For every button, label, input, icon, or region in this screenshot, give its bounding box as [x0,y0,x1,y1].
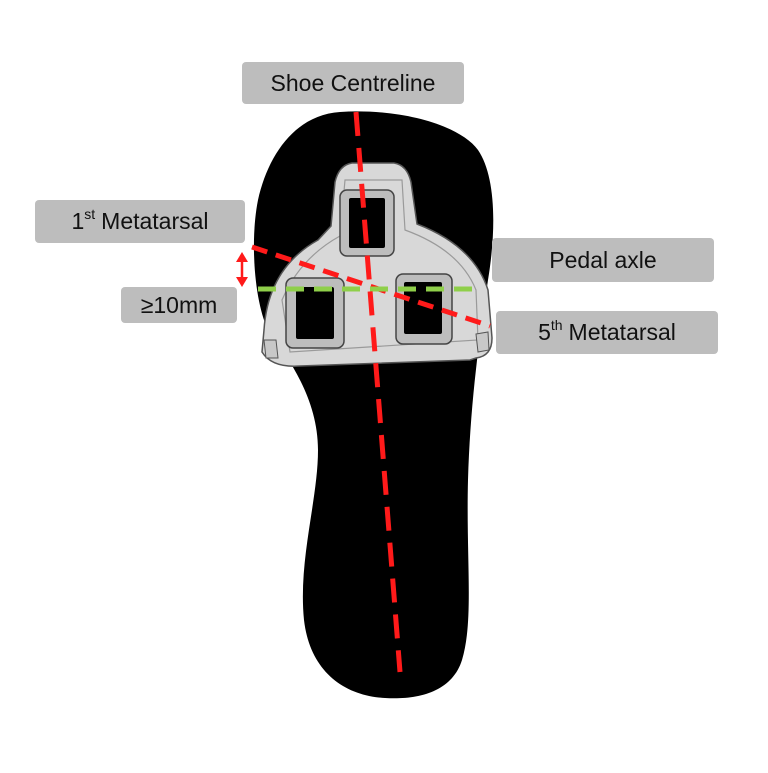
cleat [261,162,493,367]
first-metatarsal-text: Metatarsal [101,208,209,234]
fifth-metatarsal-number: 5 [538,319,551,345]
shoe-centreline [353,111,403,673]
first-metatarsal-suffix: st [84,205,96,222]
fifth-metatarsal-suffix: th [550,316,563,333]
pedal-axle-label: Pedal axle [492,238,714,282]
first-metatarsal-number: 1 [71,208,85,234]
cleat-left-tab [263,339,279,359]
cleat-left-window [296,287,334,339]
cleat-right-window [404,282,442,334]
double-arrow-icon [236,252,248,287]
cleat-right-tab [475,331,490,353]
shoe-centreline-label: Shoe Centreline [242,62,464,104]
fifth-metatarsal-text: Metatarsal [568,319,676,345]
gap-label: ≥10mm [121,287,237,323]
